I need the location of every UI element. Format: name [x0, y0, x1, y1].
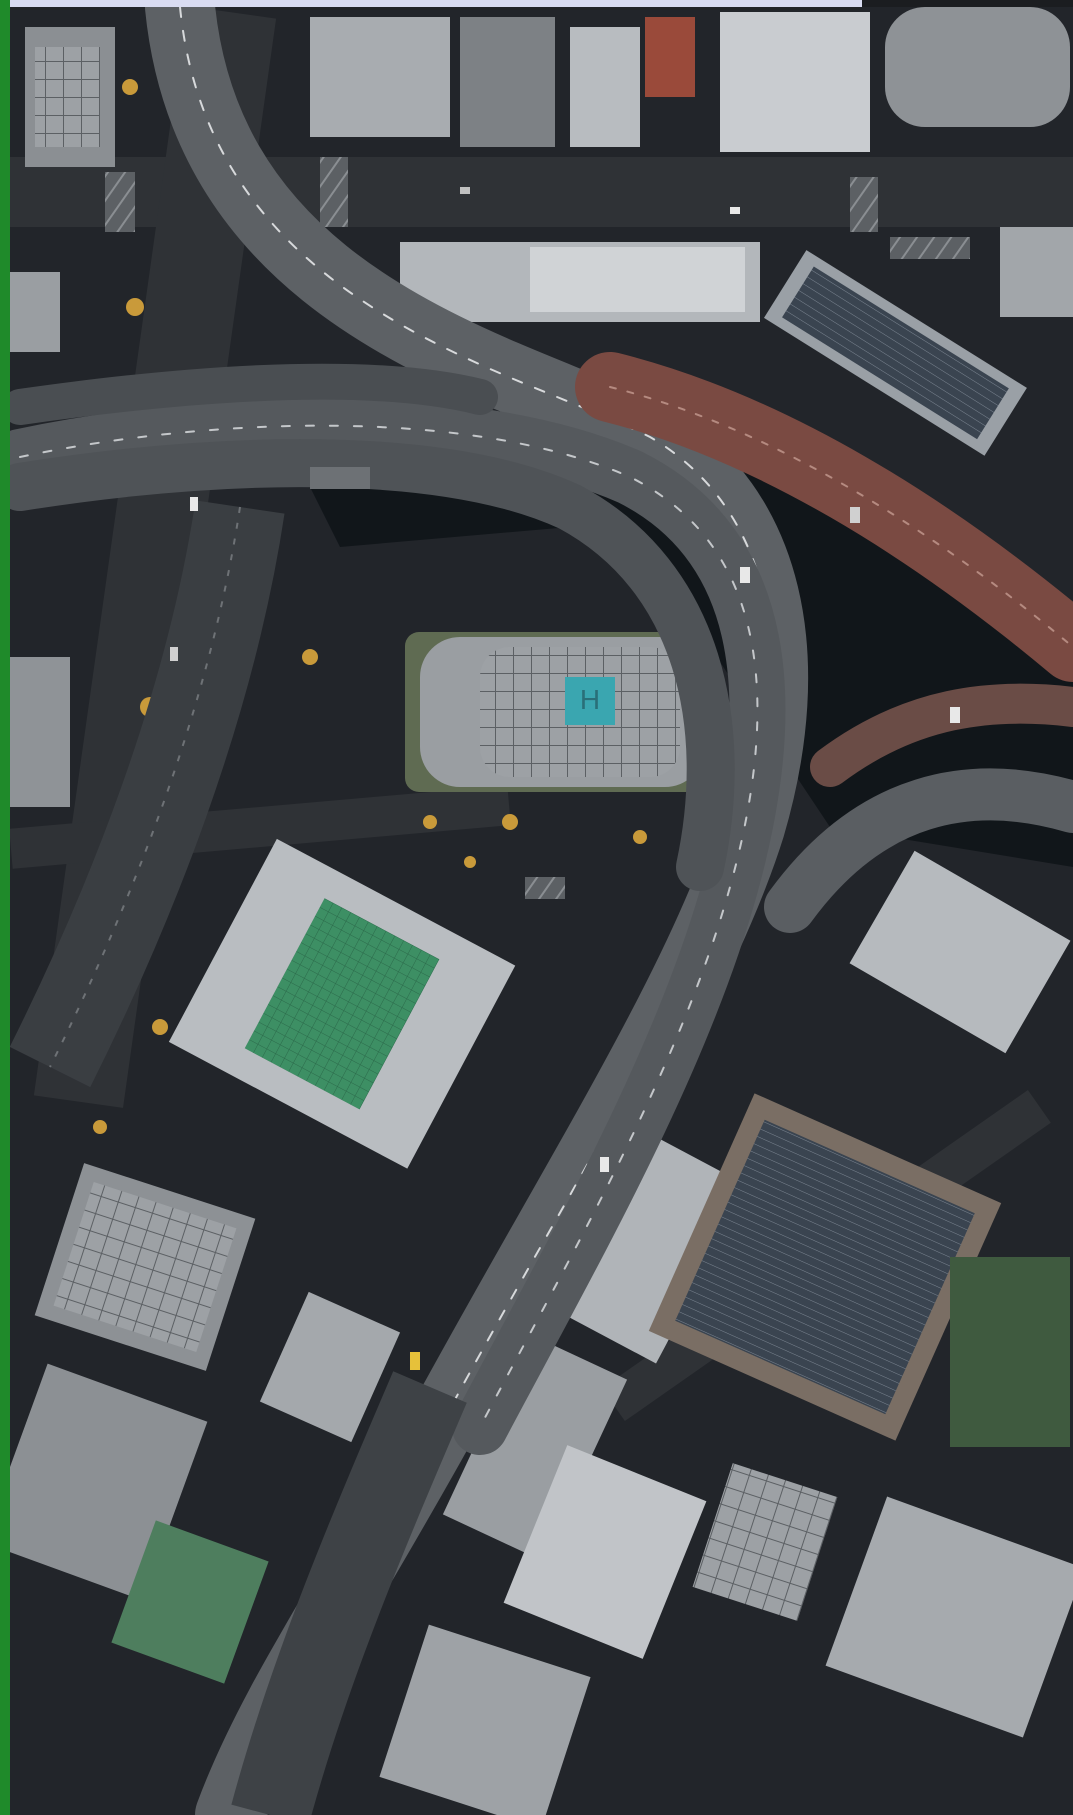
top-edge-bar [0, 0, 862, 7]
building-long-right [763, 250, 1027, 456]
crosswalks [105, 157, 970, 899]
autumn-trees [93, 79, 647, 1134]
glass-atrium-building [168, 838, 516, 1169]
highway-ramps [10, 7, 1073, 1815]
aerial-photo: H [10, 7, 1073, 1815]
buildings-top [25, 7, 1073, 322]
surface-avenue [10, 500, 467, 1815]
buildings-lower [10, 272, 1073, 1815]
svg-text:H: H [580, 684, 600, 715]
vehicles [170, 187, 960, 1370]
helipad-building: H [405, 632, 705, 792]
left-edge-bar [0, 0, 10, 1815]
